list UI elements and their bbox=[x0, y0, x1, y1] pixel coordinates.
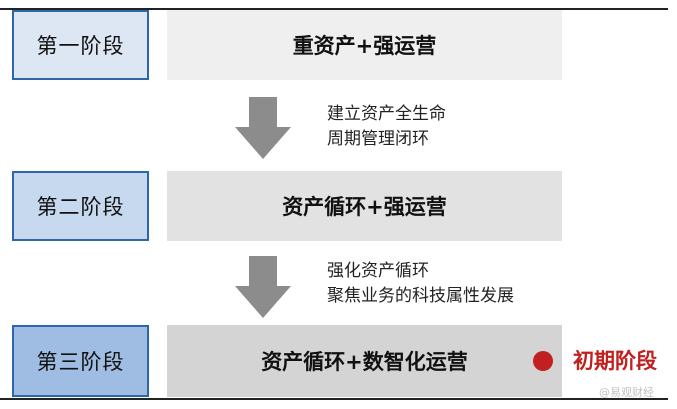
status-dot-icon bbox=[533, 351, 553, 371]
stage-label-1: 第一阶段 bbox=[12, 10, 149, 80]
stage-label-3: 第三阶段 bbox=[12, 325, 149, 397]
transition-note-1: 建立资产全生命 周期管理闭环 bbox=[327, 102, 446, 152]
watermark-logo bbox=[574, 363, 660, 377]
transition-note-line: 建立资产全生命 bbox=[327, 104, 446, 124]
stage-content-3: 资产循环+数智化运营 bbox=[167, 325, 562, 397]
top-rule bbox=[0, 8, 668, 10]
stage-content-2: 资产循环+强运营 bbox=[167, 171, 562, 241]
transition-note-line: 周期管理闭环 bbox=[327, 129, 429, 149]
transition-note-2: 强化资产循环 聚焦业务的科技属性发展 bbox=[327, 259, 514, 309]
stage-label-2: 第二阶段 bbox=[12, 171, 149, 241]
transition-note-line: 聚焦业务的科技属性发展 bbox=[327, 286, 514, 306]
bottom-rule bbox=[0, 398, 668, 400]
down-arrow-icon bbox=[235, 256, 291, 318]
stage-content-1: 重资产+强运营 bbox=[167, 10, 562, 80]
status-label: 初期阶段 bbox=[573, 349, 657, 373]
transition-note-line: 强化资产循环 bbox=[327, 261, 429, 281]
watermark-text: @易观财经 bbox=[599, 386, 654, 399]
down-arrow-icon bbox=[235, 97, 291, 159]
